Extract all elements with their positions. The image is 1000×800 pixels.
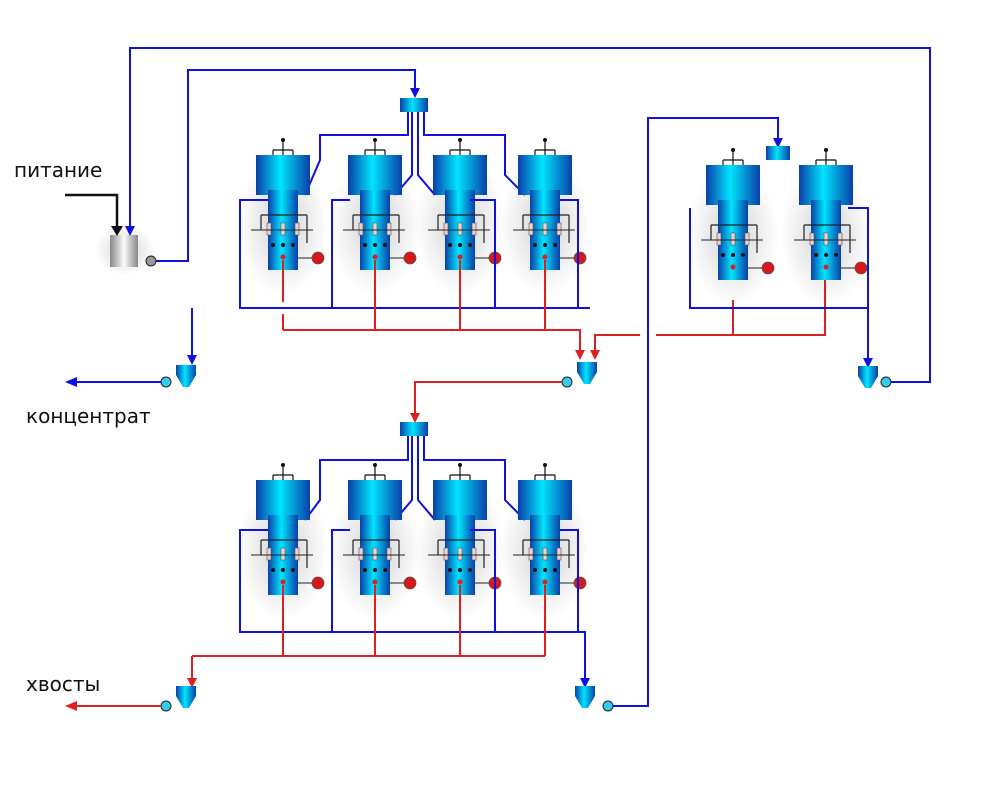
rougher-distributor[interactable] <box>400 98 428 112</box>
scavenger-pump[interactable] <box>575 686 595 708</box>
feed-tank[interactable] <box>95 225 155 275</box>
feed-line <box>65 193 119 228</box>
feed-label: питание <box>14 158 103 182</box>
recycle-line-top <box>129 47 931 383</box>
tailings-pump[interactable] <box>176 686 196 708</box>
cleaner-cell-1[interactable] <box>687 147 779 306</box>
middlings-pump[interactable] <box>577 362 597 384</box>
cleaner-cell-2[interactable] <box>780 147 872 306</box>
feed-pump-icon[interactable] <box>145 255 157 267</box>
arrow-icon <box>410 88 420 98</box>
tailings-label: хвосты <box>26 672 101 696</box>
cleaner-distributor[interactable] <box>766 146 790 160</box>
tailings-arrow-icon <box>65 701 77 711</box>
concentrate-arrow-icon <box>65 377 77 387</box>
scavenger-distributor[interactable] <box>400 422 428 436</box>
recycle-line-outer <box>156 69 416 262</box>
cleaner-pump[interactable] <box>858 366 878 388</box>
arrow-icon <box>125 226 135 236</box>
concentrate-pump[interactable] <box>176 365 196 387</box>
feed-arrow-icon <box>111 226 123 236</box>
concentrate-label: концентрат <box>26 404 151 428</box>
